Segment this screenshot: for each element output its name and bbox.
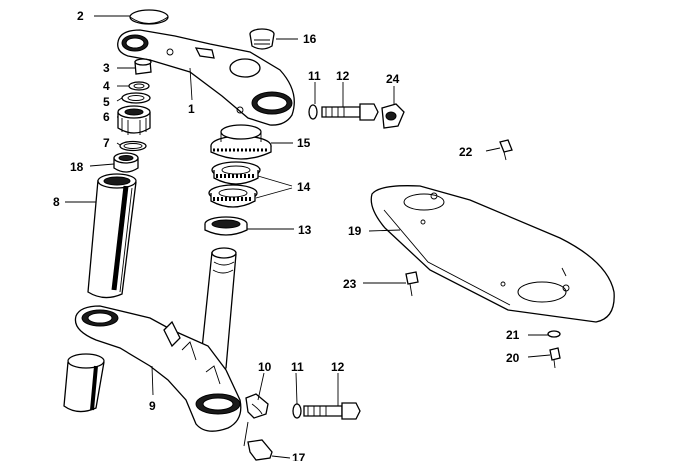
label-part-3: 3 <box>103 61 110 75</box>
label-part-24: 24 <box>386 72 400 86</box>
label-part-4: 4 <box>103 79 110 93</box>
label-part-17: 17 <box>292 451 306 461</box>
part-9-lower-fork-bridge <box>74 247 242 432</box>
label-part-13: 13 <box>298 223 312 237</box>
fork-slider <box>63 353 105 413</box>
part-16-plug <box>249 28 275 50</box>
part-22-screw <box>499 139 513 161</box>
part-17-clip <box>247 439 273 461</box>
label-part-2: 2 <box>77 9 84 23</box>
label-part-5: 5 <box>103 95 110 109</box>
part-14-roller-bearing <box>208 161 261 208</box>
part-10-bracket <box>245 393 269 419</box>
lower-bolt-assembly <box>292 402 361 420</box>
part-15-bearing-race <box>210 124 272 160</box>
part-3-nut <box>134 58 152 75</box>
leader-lines <box>65 15 551 459</box>
label-part-23: 23 <box>343 277 357 291</box>
part-6-adjusting-nut <box>117 105 151 135</box>
label-part-12-upper: 12 <box>336 69 350 83</box>
part-8-fork-tube <box>87 173 137 299</box>
part-7-ring <box>119 140 147 152</box>
label-part-14: 14 <box>297 180 311 194</box>
label-part-6: 6 <box>103 110 110 124</box>
part-23-screw <box>405 271 419 297</box>
label-part-18: 18 <box>70 160 84 174</box>
part-4-lock-washer <box>128 81 150 91</box>
label-part-19: 19 <box>348 224 362 238</box>
part-labels: 2 16 3 11 12 24 4 5 1 6 15 7 22 18 14 8 … <box>53 9 520 461</box>
label-part-11-upper: 11 <box>308 69 321 83</box>
part-2-cap <box>129 9 169 25</box>
label-part-10: 10 <box>258 360 272 374</box>
label-part-7: 7 <box>103 136 110 150</box>
part-1-upper-fork-bridge <box>117 29 295 126</box>
label-part-8: 8 <box>53 195 60 209</box>
label-part-11-lower: 11 <box>291 360 304 374</box>
label-part-1: 1 <box>188 102 195 116</box>
part-19-cover-plate <box>370 185 615 323</box>
label-part-22: 22 <box>459 145 473 159</box>
part-13-bearing-cup <box>204 216 248 236</box>
part-21-washer <box>547 330 561 338</box>
label-part-15: 15 <box>297 136 311 150</box>
label-part-12-lower: 12 <box>331 360 345 374</box>
label-part-20: 20 <box>506 351 520 365</box>
label-part-21: 21 <box>506 328 520 342</box>
label-part-9: 9 <box>149 399 156 413</box>
part-5-washer <box>121 92 151 104</box>
label-part-16: 16 <box>303 32 317 46</box>
part-18-sleeve <box>113 152 139 173</box>
part-20-screw <box>549 347 561 369</box>
upper-bolt-assembly <box>308 103 405 129</box>
